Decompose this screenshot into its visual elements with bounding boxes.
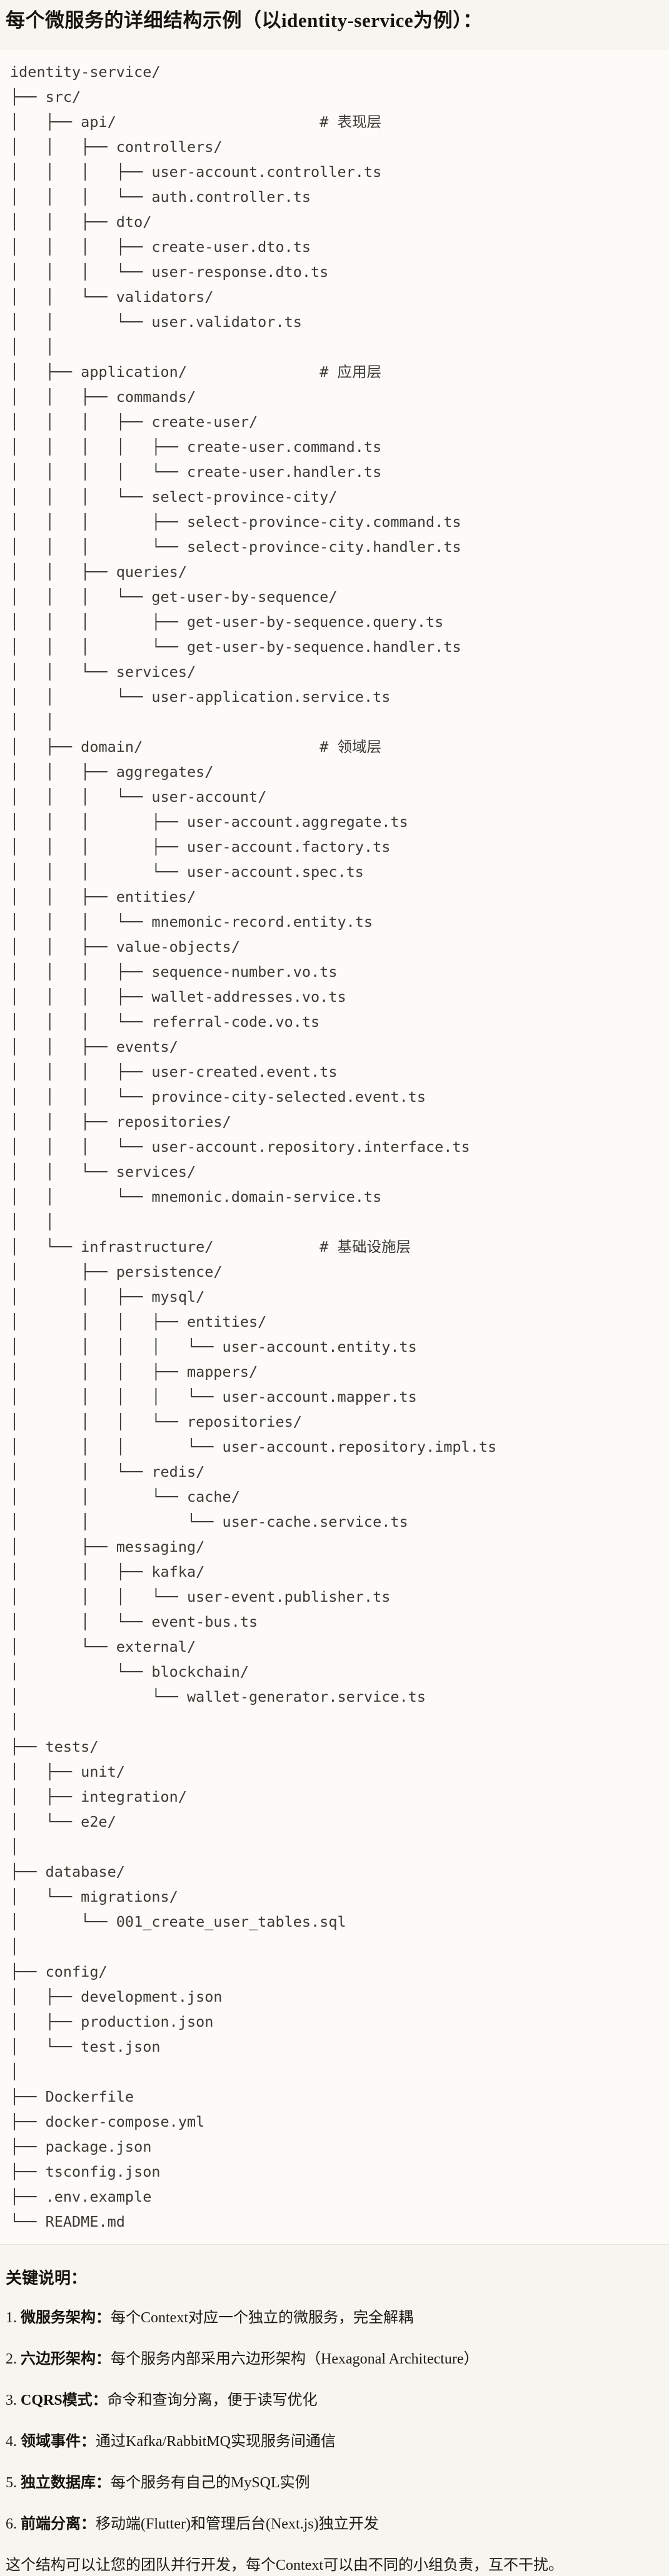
item-text: 每个服务有自己的MySQL实例 — [111, 2475, 310, 2491]
item-number: 1. — [6, 2310, 17, 2326]
item-label: 六边形架构： — [21, 2351, 111, 2367]
item-text: 移动端(Flutter)和管理后台(Next.js)独立开发 — [96, 2516, 379, 2532]
page-title: 每个微服务的详细结构示例（以identity-service为例）： — [6, 9, 483, 31]
code-block: identity-service/ ├── src/ │ ├── api/ # … — [0, 49, 669, 2245]
list-item: 1.微服务架构：每个Context对应一个独立的微服务，完全解耦 — [6, 2307, 663, 2329]
item-label: 微服务架构： — [21, 2310, 111, 2326]
item-text: 每个Context对应一个独立的微服务，完全解耦 — [111, 2310, 413, 2326]
notes-list: 1.微服务架构：每个Context对应一个独立的微服务，完全解耦 2.六边形架构… — [6, 2307, 663, 2535]
item-number: 5. — [6, 2475, 17, 2491]
item-text: 命令和查询分离，便于读写优化 — [107, 2392, 318, 2409]
notes-section: 关键说明： 1.微服务架构：每个Context对应一个独立的微服务，完全解耦 2… — [0, 2267, 669, 2576]
list-item: 3.CQRS模式：命令和查询分离，便于读写优化 — [6, 2390, 663, 2411]
list-item: 5.独立数据库：每个服务有自己的MySQL实例 — [6, 2472, 663, 2494]
item-label: 独立数据库： — [21, 2475, 111, 2491]
item-number: 4. — [6, 2434, 17, 2450]
footer-paragraph: 这个结构可以让您的团队并行开发，每个Context可以由不同的小组负责，互不干扰… — [6, 2557, 563, 2574]
directory-tree: identity-service/ ├── src/ │ ├── api/ # … — [10, 63, 497, 2230]
item-number: 6. — [6, 2516, 17, 2532]
item-text: 每个服务内部采用六边形架构（Hexagonal Architecture） — [111, 2351, 479, 2367]
item-text: 通过Kafka/RabbitMQ实现服务间通信 — [96, 2434, 336, 2450]
item-number: 3. — [6, 2392, 17, 2409]
notes-heading: 关键说明： — [6, 2269, 88, 2287]
item-number: 2. — [6, 2351, 17, 2367]
item-label: CQRS模式： — [21, 2392, 108, 2409]
list-item: 4.领域事件：通过Kafka/RabbitMQ实现服务间通信 — [6, 2431, 663, 2452]
list-item: 6.前端分离：移动端(Flutter)和管理后台(Next.js)独立开发 — [6, 2514, 663, 2535]
list-item: 2.六边形架构：每个服务内部采用六边形架构（Hexagonal Architec… — [6, 2349, 663, 2370]
item-label: 前端分离： — [21, 2516, 96, 2532]
item-label: 领域事件： — [21, 2434, 96, 2450]
